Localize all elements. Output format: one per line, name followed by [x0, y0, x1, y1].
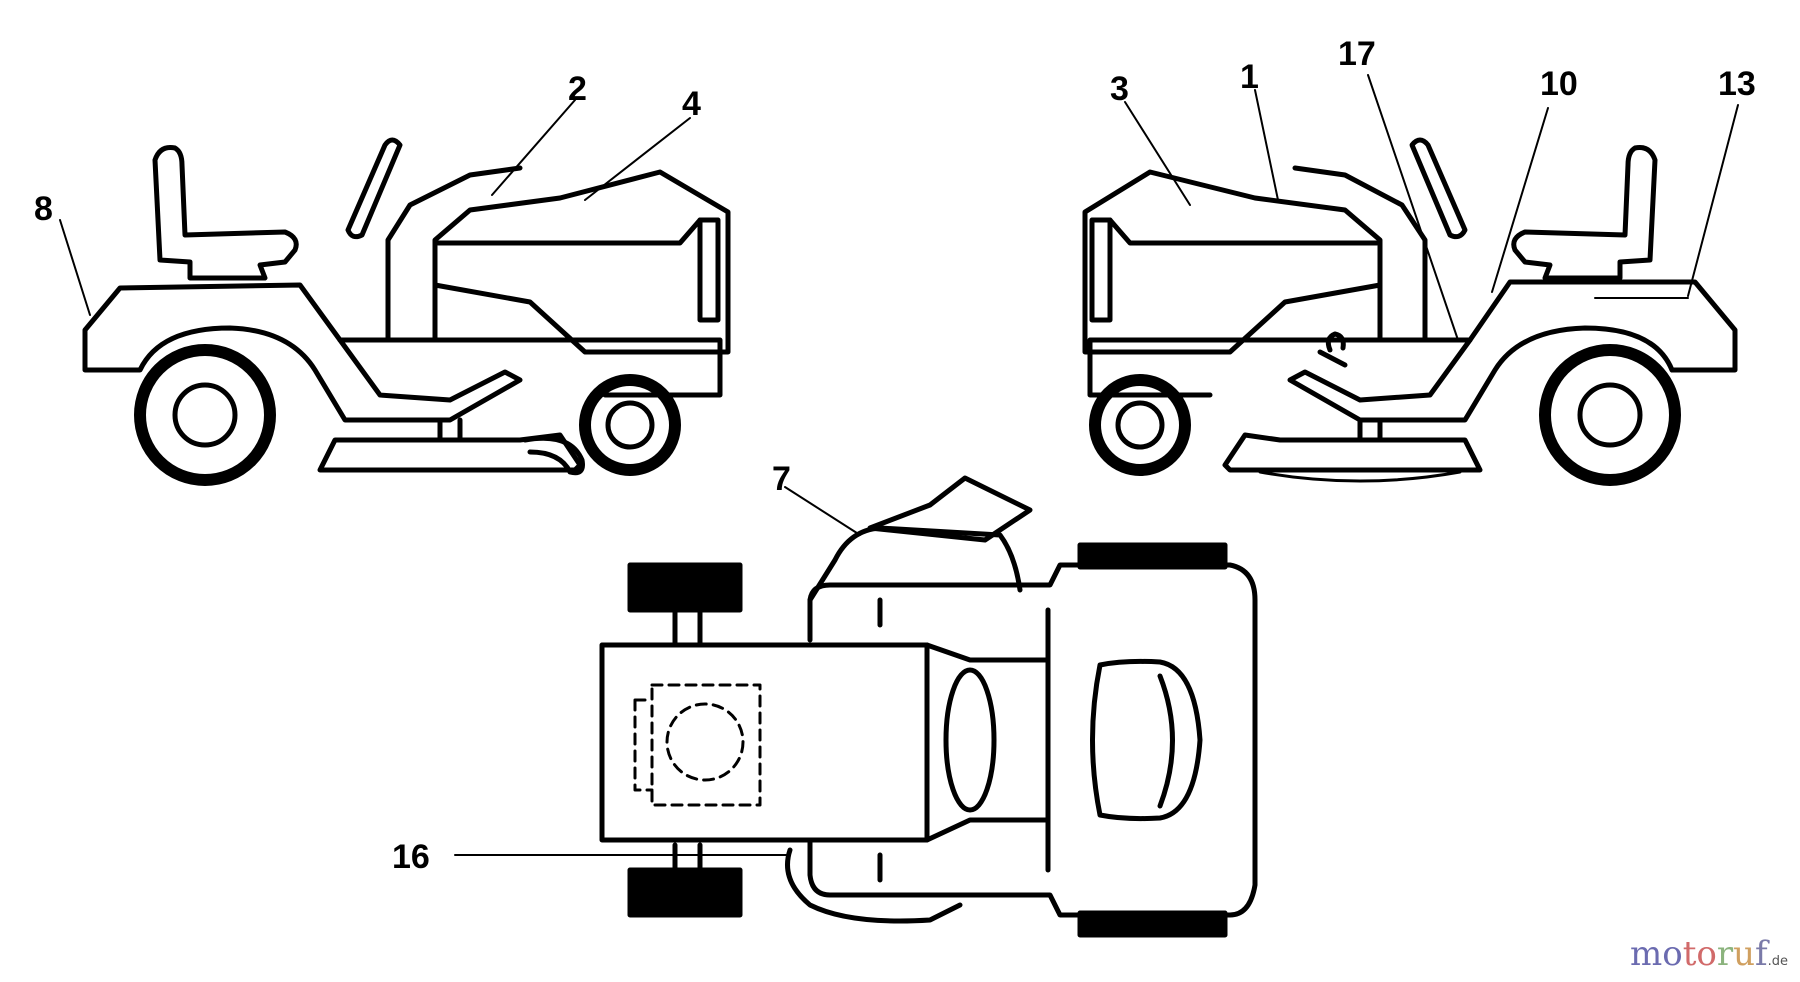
seat-top [1090, 658, 1203, 822]
leader-3 [1124, 101, 1191, 206]
deck-skirt [1258, 470, 1462, 483]
rear-wheel [134, 344, 276, 486]
front-right-tire [627, 867, 743, 918]
watermark-part: u [1733, 934, 1756, 974]
callout-labels: 8 2 4 3 1 17 10 13 7 16 [34, 35, 1756, 876]
rear-left-tire [1077, 542, 1228, 570]
front-wheel-hub [605, 400, 655, 450]
deck-hanger [1357, 417, 1383, 443]
hood [432, 169, 731, 355]
callout-8: 8 [34, 190, 53, 228]
rear-wheel [1539, 344, 1681, 486]
hood-side-panel [1107, 217, 1380, 246]
discharge-chute [867, 475, 1033, 543]
front-axle-stubs [672, 607, 703, 873]
rear-wheel-hub [1577, 382, 1643, 448]
frame [1087, 337, 1473, 398]
steering-wheel-top [943, 667, 997, 813]
leader-13 [1687, 104, 1739, 297]
leader-4 [584, 117, 691, 201]
rear-fender [82, 282, 523, 423]
deck-top-lower [785, 847, 963, 924]
leader-1 [1254, 89, 1279, 201]
body-top [807, 562, 1258, 918]
hood [1082, 169, 1383, 355]
callout-1: 1 [1240, 58, 1259, 96]
watermark-part: f [1755, 934, 1768, 974]
watermark-part: to [1682, 934, 1717, 974]
watermark-part: mo [1629, 934, 1683, 974]
lever [1317, 331, 1348, 368]
mower-deck [317, 432, 583, 473]
rear-fender [1287, 279, 1738, 423]
leader-7 [784, 486, 861, 536]
leader-lines [59, 74, 1739, 856]
steering-wheel [345, 137, 403, 240]
callout-17: 17 [1338, 35, 1376, 73]
seat-back-top [1157, 673, 1175, 809]
leader-8 [59, 219, 91, 316]
watermark-tld: .de [1767, 954, 1788, 969]
rear-wheel-hub [172, 382, 238, 448]
engine-outline [633, 683, 762, 807]
front-left-tire [627, 562, 743, 613]
hood-side-panel [435, 217, 703, 246]
callout-7: 7 [772, 460, 791, 498]
seat [152, 145, 299, 281]
leader-17 [1367, 74, 1459, 341]
front-wheel-hub [1115, 400, 1165, 450]
deck-hanger [437, 417, 463, 443]
callout-4: 4 [682, 85, 701, 123]
callout-16: 16 [392, 838, 430, 876]
callout-2: 2 [568, 70, 587, 108]
deck-chute [522, 435, 585, 476]
leader-2 [491, 99, 576, 196]
mower-deck [1222, 432, 1483, 473]
front-wheel [1089, 374, 1191, 476]
steering-wheel [1409, 137, 1468, 240]
rear-right-tire [1077, 910, 1228, 938]
grille [697, 217, 721, 323]
callout-10: 10 [1540, 65, 1578, 103]
dash [385, 165, 523, 343]
leader-10 [1491, 107, 1549, 293]
front-wheel [579, 374, 681, 476]
dash [1292, 165, 1428, 343]
callout-3: 3 [1110, 70, 1129, 108]
engine-cap [665, 702, 745, 782]
right-side-view [1082, 137, 1738, 486]
callout-13: 13 [1718, 65, 1756, 103]
grille [1089, 217, 1113, 323]
watermark-part: r [1716, 934, 1734, 974]
left-side-view [82, 137, 731, 486]
hood-top [599, 642, 930, 843]
watermark-logo: motoruf.de [1630, 934, 1788, 974]
top-view [599, 475, 1258, 938]
seat [1511, 145, 1658, 281]
